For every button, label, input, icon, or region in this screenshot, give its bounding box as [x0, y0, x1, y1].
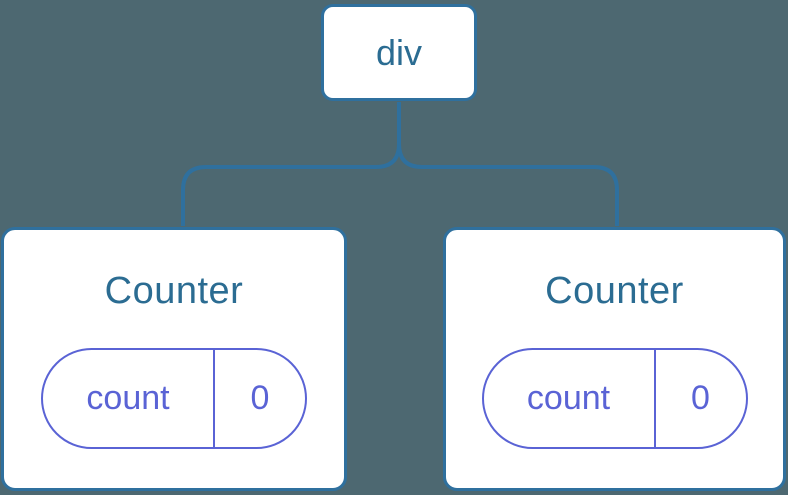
state-value: 0 [250, 379, 270, 417]
root-node-label: div [375, 31, 423, 73]
component-name-label: Counter [104, 270, 244, 312]
state-key-label: count [43, 350, 215, 447]
state-pill: count 0 [481, 348, 748, 449]
component-name-label: Counter [545, 270, 684, 312]
counter-card-right: Counter count 0 [443, 227, 786, 491]
state-value: 0 [691, 379, 710, 417]
state-pill: count 0 [41, 348, 307, 449]
root-node-div: div [321, 4, 477, 101]
edge-root-to-left-counter [181, 102, 401, 226]
edge-root-to-right-counter [397, 102, 619, 226]
counter-card-left: Counter count 0 [1, 227, 347, 491]
state-key-label: count [484, 350, 656, 447]
